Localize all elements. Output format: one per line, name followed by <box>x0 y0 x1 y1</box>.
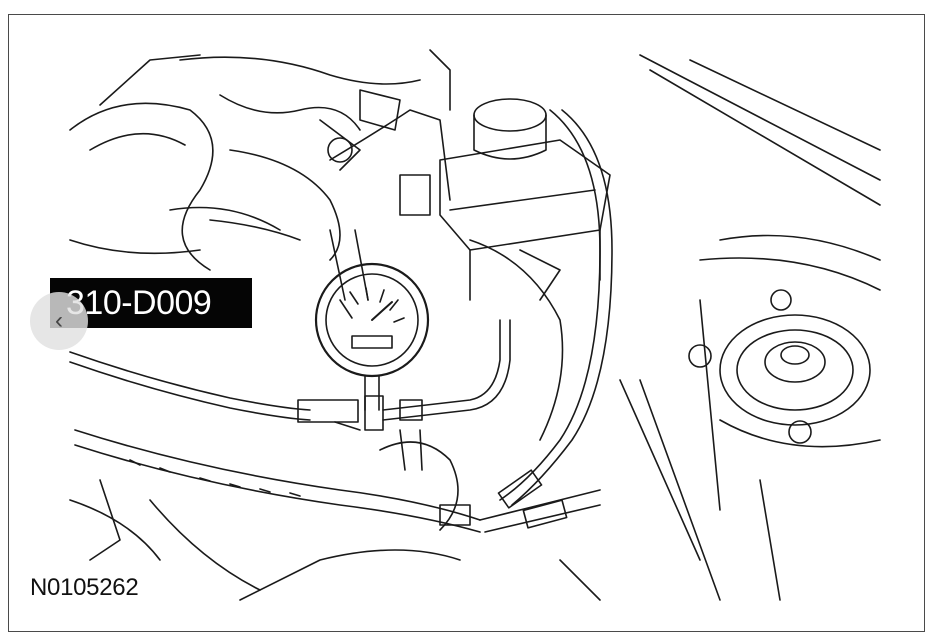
engine-components <box>69 49 451 301</box>
strut-tower <box>639 54 881 601</box>
chevron-left-icon: ‹ <box>55 307 63 334</box>
pressure-gauge <box>314 262 430 411</box>
fluid-reservoir <box>439 98 611 301</box>
lower-components <box>69 239 721 601</box>
test-hoses <box>69 109 613 533</box>
figure-number: N0105262 <box>30 574 139 601</box>
previous-button[interactable]: ‹ <box>30 292 88 350</box>
